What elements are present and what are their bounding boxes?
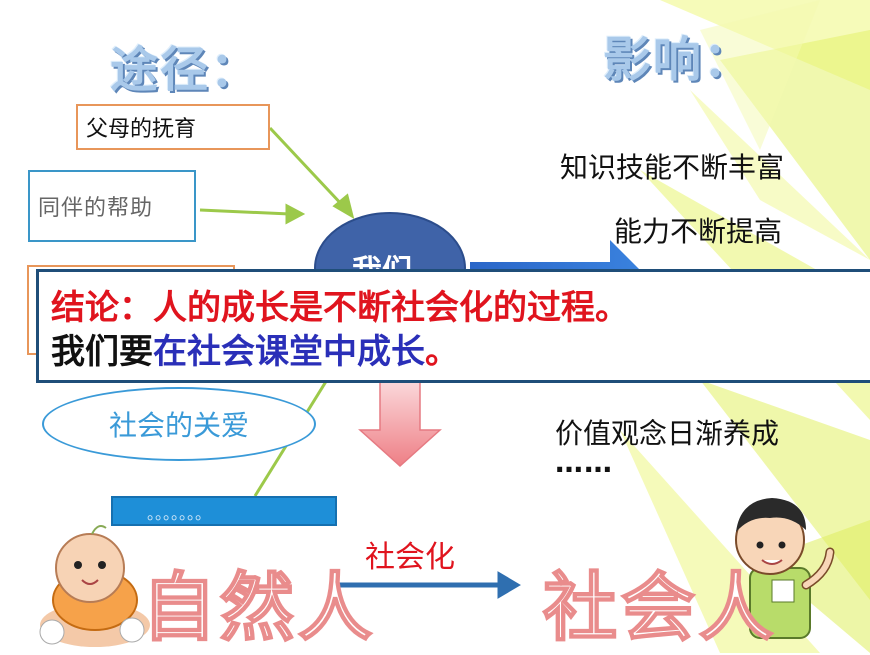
conclusion-banner: 结论：人的成长是不断社会化的过程。 我们要在社会课堂中成长。 — [36, 269, 870, 383]
path-peers-label: 同伴的帮助 — [38, 196, 154, 221]
path-society-ellipse: 社会的关爱 — [42, 387, 316, 461]
impact-ellipsis: …… — [555, 446, 613, 479]
conclusion-line-2-prefix: 我们要 — [51, 332, 153, 372]
conclusion-line-1: 结论：人的成长是不断社会化的过程。 — [51, 288, 629, 328]
path-parents-box: 父母的抚育 — [76, 104, 270, 150]
path-title: 途径： — [110, 42, 261, 98]
conclusion-line-2: 我们要在社会课堂中成长。 — [51, 330, 870, 374]
impact-item-3: 价值观念日渐养成 — [555, 417, 780, 450]
impact-title: 影响： — [603, 32, 754, 88]
more-paths-box: 。。。。。。。 — [111, 496, 337, 526]
natural-person-label: 自然人 — [141, 564, 376, 652]
more-paths-dots: 。。。。。。。 — [147, 504, 212, 523]
impact-item-2: 能力不断提高 — [614, 215, 783, 248]
socialization-arrow — [330, 571, 521, 599]
social-person-label: 社会人 — [542, 564, 777, 652]
path-society-label: 社会的关爱 — [108, 409, 249, 442]
green-arrows — [199, 126, 355, 497]
down-arrow — [358, 379, 442, 468]
path-peers-box: 同伴的帮助 — [28, 170, 196, 242]
boy-illustration — [735, 498, 835, 639]
socialization-label: 社会化 — [365, 540, 455, 575]
path-parents-label: 父母的抚育 — [86, 117, 197, 142]
conclusion-line-2-highlight: 在社会课堂中成长 — [153, 332, 425, 372]
impact-item-1: 知识技能不断丰富 — [560, 151, 785, 184]
conclusion-line-2-suffix: 。 — [425, 332, 459, 372]
baby-illustration — [39, 525, 150, 647]
